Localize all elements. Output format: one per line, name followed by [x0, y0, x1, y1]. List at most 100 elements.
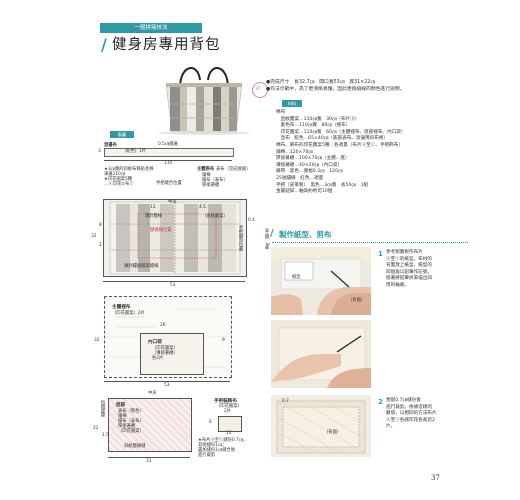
section-slash-icon: / [270, 228, 274, 239]
dim-53: 53 [170, 283, 176, 288]
dim-32: 32 [91, 234, 97, 239]
pocket-item: （薄接著襯） [152, 351, 178, 356]
materials-line: 直紋圖案…110㎝寬 30㎝（布片ⓑ） [276, 116, 360, 122]
diagram-tag: 製圖 [110, 131, 134, 138]
hand-note: 手把縫合位置 [156, 181, 182, 186]
body-sub: 表布（完成接縫） [216, 167, 251, 172]
body-label: 主體表布 [197, 167, 215, 172]
dim-0-4: 0.4 [248, 218, 255, 223]
dim-13: 13 [150, 205, 156, 210]
lining-dim-53: 53 [164, 383, 170, 388]
dim-110: 110 [164, 161, 173, 166]
step1-line: 背面放上紙型，紙型的 [386, 263, 432, 269]
lining-dim-9: 9 [222, 338, 225, 343]
handle-dim-12: 12 [226, 431, 232, 436]
materials-line: 金屬鈕釦…軸高約約可10個 [276, 189, 333, 195]
step1-callout-back: （背面） [348, 298, 366, 303]
dim-3: 3 [98, 149, 101, 154]
materials-line: 鋪棉…120×70㎝ [276, 149, 313, 155]
diagram-note: ★3㎝寬的斜紋布條貼長條 [104, 167, 154, 172]
materials-list: 棉布 直紋圖案…110㎝寬 30㎝（布片ⓑ） 素色布…110㎝寬 80㎝（裡布）… [276, 110, 405, 196]
lining-dim-26: 26 [160, 323, 166, 328]
bottom-note: 其他縫份1㎝； [198, 443, 227, 448]
materials-line: 25號繡線 紅色…適量 [276, 175, 324, 181]
howto-title: 製作紙型、剪布 [279, 230, 332, 239]
pocket-item: （印花圖案） [152, 346, 178, 351]
step2-number: 2 [378, 398, 383, 406]
bottom-note: ★布片ⓐ至ⓒ縫份0.7㎝， [198, 438, 248, 443]
body-items: 鋪棉 檔布（表布） 厚接著襯 [202, 173, 228, 188]
step2-line: 預留0.7㎝縫份後 [386, 398, 421, 403]
base-items: 表布（駝色） 鋪棉 檔布（表布） 厚接著襯 （印花圖案） [118, 409, 144, 434]
step2-callout-back: （背面） [324, 430, 342, 435]
lining-dim-32: 32 [94, 338, 100, 343]
dim-line-110 [104, 160, 232, 161]
step1-line: 周的輪廓。 [386, 282, 409, 288]
side-note: （手縫）2處 [264, 225, 269, 250]
step1-line: ⓐ至ⓒ的紙型。布材的 [386, 256, 432, 262]
step2-callout-seam: 0.7 [282, 399, 289, 404]
base-item: 厚接著襯 [118, 424, 136, 429]
body-item: 檔布（表布） [202, 178, 228, 183]
body-panel [103, 199, 247, 277]
pocket-title: 內口袋 [148, 340, 162, 345]
title-slash-icon: / [101, 35, 107, 54]
dim-line-53 [103, 281, 245, 282]
dim-8: 8 [99, 223, 102, 228]
materials-tag: 材料 [282, 100, 302, 107]
page-title: 健身房專用背包 [112, 37, 221, 53]
diagram-notes: ★3㎝寬的斜紋布條貼長條 凍邊110㎝ ★印花圖案5種 …ⓐ印花②布ⓒ [104, 167, 154, 187]
step1-callout-pattern: 紙型 [292, 275, 301, 280]
diagram-note: 凍邊110㎝ [104, 172, 126, 177]
body-item: 厚接著襯 [202, 183, 220, 188]
center-label: 中央 [168, 200, 177, 205]
step1-number: 1 [378, 250, 383, 258]
pocket-box [140, 333, 204, 375]
dim-4-5: 4.5 [199, 205, 206, 210]
diagram-note: ★印花圖案5種 [104, 177, 133, 182]
dim-2: 2 [99, 243, 102, 248]
binding-width: 0.5㎝縫邊 [158, 142, 178, 147]
base-sub: 斜紋壓線縫 [124, 444, 146, 449]
handle-dim-6: 6 [209, 420, 212, 425]
step2-line: ⓐ至ⓒ各縫印花各裁剪2 [386, 417, 435, 423]
straight-label: （直紋圖案） [202, 214, 228, 219]
binding-sub: （駝色）1片 [122, 149, 147, 154]
materials-line: 厚接著襯…100×70㎝（主體、底） [276, 156, 350, 162]
step1-photo [271, 247, 371, 315]
base-dim-22: 22 [93, 426, 99, 431]
materials-line: 印花圖案…110㎝寬 60㎝（主體裡布、底部裡布、內口袋） [276, 129, 406, 135]
binding-label: 滾邊布 [104, 143, 117, 148]
base-center: 中央 [148, 391, 157, 396]
handle-piece [218, 416, 242, 432]
thread-note: ●作法示範中，為了更清晰易懂，因此更換縫線的顏色進行說明。 [266, 87, 405, 92]
lining-title: 主體裡布 [112, 305, 131, 310]
base-item: 鋪棉 [118, 414, 127, 419]
base-side: 指縫壓線 [100, 400, 105, 418]
step1b-photo [271, 320, 371, 388]
dim-line-lining-53 [104, 381, 230, 382]
dim-line-31 [108, 457, 190, 458]
diagram-note: …ⓐ印花②布ⓒ [104, 182, 134, 187]
logo-circle-icon [252, 82, 268, 98]
body-item: 鋪棉 [202, 173, 211, 178]
materials-line: 棉布、麻布的印花圖案5種…各適量（布片ⓐ至ⓒ、手把飾布） [276, 142, 403, 148]
lining-sub: （印花圖案）2片 [112, 311, 145, 316]
step2-line: 進行裁剪。依據這樣的 [386, 404, 432, 410]
step2-line: 數值，以相同的方法布片 [386, 411, 437, 417]
step2-text: 預留0.7㎝縫份後 進行裁剪。依據這樣的 數值，以相同的方法布片 ⓐ至ⓒ各縫印花… [386, 398, 437, 431]
page-number: 37 [431, 474, 440, 482]
fly-label: 落針壓線 [145, 214, 163, 219]
howto-underline [272, 242, 468, 243]
base-dim-31: 31 [146, 459, 152, 464]
materials-line: 織帶 黑色…寬幅0.3㎝ 120㎝ [276, 169, 343, 175]
step1-line: 接著將鉛筆拆來描出四 [386, 276, 432, 282]
bag-photo [140, 60, 268, 135]
binding-strip [104, 148, 234, 157]
materials-line: 直布 駝色…65×40㎝（底部表布、滾邊用斜布條） [276, 136, 389, 142]
bottom-notes: ★布片ⓐ至ⓒ縫份0.7㎝， 其他縫份1㎝； 裏加縫份1㎝縫合後 進行裁剪 [198, 438, 247, 458]
materials-line: 薄接著襯…40×20㎝（內口袋） [276, 162, 343, 168]
finished-size: ●完成尺寸 長32.7㎝ 開口寬53㎝ 底31×22㎝ [266, 80, 376, 85]
handle-count: 2片 [224, 409, 232, 414]
bottom-note: 請刺繡接圖案縫線 [124, 264, 159, 269]
